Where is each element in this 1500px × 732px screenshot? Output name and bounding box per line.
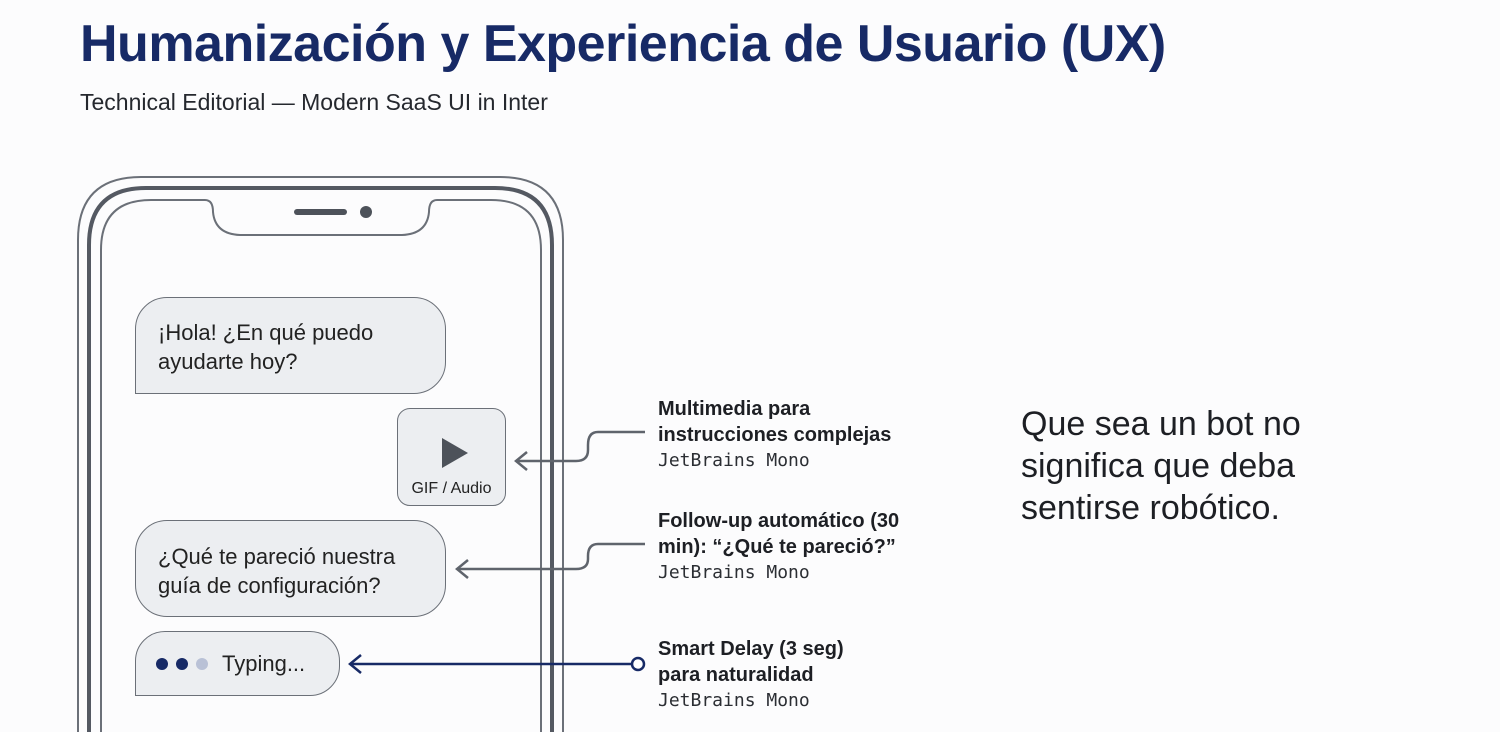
- annotation-title: Multimedia para: [658, 398, 811, 420]
- page-subtitle: Technical Editorial — Modern SaaS UI in …: [80, 89, 548, 115]
- annotation-smart-delay: Smart Delay (3 seg) para naturalidad Jet…: [658, 636, 844, 714]
- play-icon[interactable]: [442, 438, 468, 468]
- message-text-line: ¿Qué te pareció nuestra: [158, 544, 396, 569]
- bot-message-greeting: ¡Hola! ¿En qué puedo ayudarte hoy?: [135, 297, 446, 394]
- connector-multimedia: [514, 430, 645, 471]
- typing-label: Typing...: [222, 651, 306, 676]
- media-caption: GIF / Audio: [411, 480, 492, 497]
- annotation-font-note: JetBrains Mono: [658, 690, 810, 711]
- annotation-title: instrucciones complejas: [658, 424, 892, 446]
- message-text-line: ¡Hola! ¿En qué puedo: [158, 320, 374, 345]
- annotation-title: Follow-up automático (30: [658, 510, 900, 532]
- quote: Que sea un bot no significa que deba sen…: [1021, 403, 1301, 529]
- typing-indicator: Typing...: [135, 631, 340, 696]
- typing-dot-icon: [176, 657, 188, 670]
- connector-follow-up: [455, 542, 645, 579]
- page-title: Humanización y Experiencia de Usuario (U…: [80, 15, 1166, 73]
- annotation-title: Smart Delay (3 seg): [658, 638, 844, 660]
- phone-frame: [77, 176, 564, 732]
- message-text-line: guía de configuración?: [158, 573, 381, 598]
- typing-dot-icon: [156, 657, 168, 670]
- quote-line: sentirse robótico.: [1021, 489, 1280, 527]
- bot-message-follow-up: ¿Qué te pareció nuestra guía de configur…: [135, 520, 446, 617]
- connector-smart-delay: [348, 654, 646, 674]
- annotation-font-note: JetBrains Mono: [658, 562, 810, 583]
- camera-icon: [360, 206, 372, 218]
- annotation-font-note: JetBrains Mono: [658, 450, 810, 471]
- message-text-line: ayudarte hoy?: [158, 349, 298, 374]
- typing-dot-icon: [196, 657, 208, 670]
- annotation-title: min): “¿Qué te pareció?”: [658, 536, 896, 558]
- quote-line: Que sea un bot no: [1021, 405, 1301, 443]
- annotation-follow-up: Follow-up automático (30 min): “¿Qué te …: [658, 508, 899, 586]
- annotation-title: para naturalidad: [658, 664, 814, 686]
- annotation-multimedia: Multimedia para instrucciones complejas …: [658, 396, 891, 474]
- media-message[interactable]: GIF / Audio: [397, 408, 506, 506]
- quote-line: significa que deba: [1021, 447, 1296, 485]
